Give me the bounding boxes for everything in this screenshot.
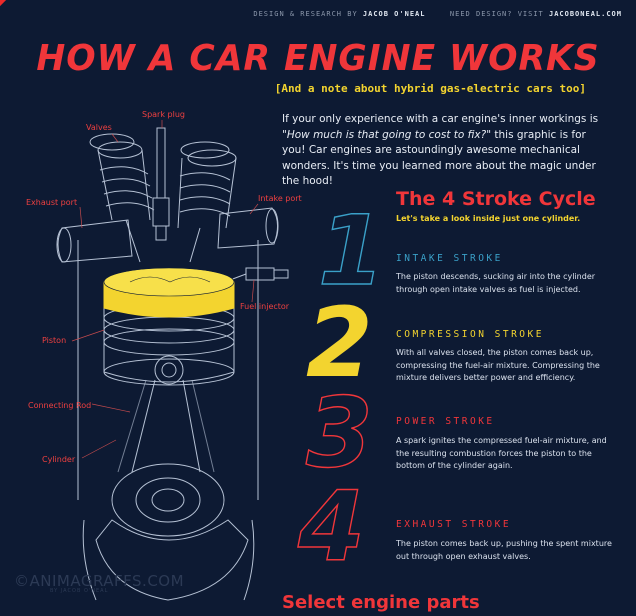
- stroke-heading-compression[interactable]: COMPRESSION STROKE: [396, 329, 544, 340]
- credits-design-label: DESIGN & RESEARCH BY: [253, 10, 358, 18]
- label-piston: Piston: [42, 336, 67, 345]
- stroke-digit-4: 4: [297, 471, 365, 583]
- stroke-digit-2: 2: [306, 287, 373, 399]
- select-engine-parts-heading[interactable]: Select engine parts: [282, 592, 480, 613]
- label-fuel-injector: Fuel injector: [240, 302, 290, 311]
- intro-quote: "How much is that going to cost to fix?": [282, 128, 492, 141]
- page-title: HOW A CAR ENGINE WORKS: [36, 38, 600, 79]
- exhaust-port-tube: [57, 219, 133, 263]
- label-leader-lines: [71, 120, 259, 459]
- stroke-heading-intake[interactable]: INTAKE STROKE: [396, 253, 503, 264]
- label-exhaust-port: Exhaust port: [26, 198, 78, 207]
- spark-plug: [152, 127, 170, 241]
- crankshaft: [82, 463, 255, 601]
- credits-need-label: NEED DESIGN? VISIT: [449, 10, 544, 18]
- intro-text-1: If your only experience with a car engin…: [282, 113, 599, 125]
- site-link[interactable]: JACOBONEAL.COM: [548, 10, 622, 18]
- label-intake-port: Intake port: [258, 194, 302, 203]
- stroke-desc-compression: With all valves closed, the piston comes…: [396, 348, 600, 382]
- stroke-heading-power[interactable]: POWER STROKE: [396, 416, 495, 427]
- intro-text-2: this graphic is for you! Car engines are…: [282, 128, 596, 188]
- cycle-title: The 4 Stroke Cycle: [396, 188, 596, 210]
- credits-bar: DESIGN & RESEARCH BY JACOB O'NEAL NEED D…: [253, 10, 622, 18]
- watermark: ©ANIMAGRAFFS.COM: [14, 572, 185, 590]
- stroke-desc-intake: The piston descends, sucking air into th…: [396, 272, 596, 294]
- page-subtitle: [And a note about hybrid gas-electric ca…: [274, 82, 586, 95]
- stroke-desc-power: A spark ignites the compressed fuel-air …: [396, 436, 607, 470]
- fuel-injector: [229, 267, 289, 281]
- label-connecting-rod: Connecting Rod: [28, 401, 92, 410]
- intro-paragraph: If your only experience with a car engin…: [282, 112, 612, 190]
- label-cylinder: Cylinder: [42, 455, 76, 464]
- stroke-digit-3: 3: [306, 377, 373, 489]
- stroke-desc-exhaust: The piston comes back up, pushing the sp…: [396, 539, 612, 561]
- label-valves: Valves: [86, 123, 112, 132]
- author-link[interactable]: JACOB O'NEAL: [362, 10, 426, 18]
- cycle-subtitle: Let's take a look inside just one cylind…: [396, 214, 581, 223]
- stroke-heading-exhaust[interactable]: EXHAUST STROKE: [396, 519, 512, 530]
- stroke-digit-1: 1: [318, 195, 385, 307]
- label-spark-plug: Spark plug: [142, 110, 185, 119]
- right-valve: [177, 141, 237, 263]
- left-valve: [89, 133, 155, 263]
- connecting-rod: [117, 379, 215, 473]
- watermark-sub: BY JACOB O'NEAL: [50, 588, 109, 594]
